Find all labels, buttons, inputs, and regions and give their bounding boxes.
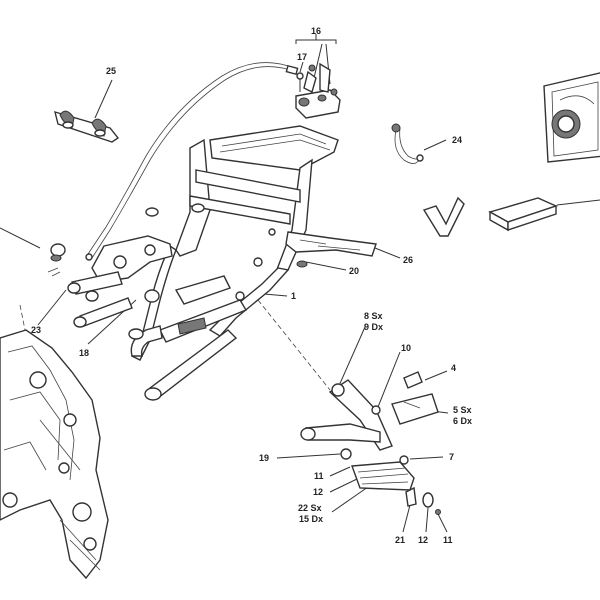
part-24-strap [391, 123, 424, 164]
part-26-plate [285, 231, 377, 268]
callout-11-left: 11 [314, 471, 324, 481]
callout-12-right: 12 [418, 535, 429, 545]
callout-6: 6 Dx [453, 416, 473, 426]
manual-booklet [488, 197, 558, 232]
callout-7: 7 [449, 452, 455, 462]
left-mount-assembly [47, 235, 173, 328]
callout-25: 25 [106, 66, 117, 76]
callout-12-left: 12 [313, 487, 324, 497]
document-pack [543, 72, 600, 163]
callout-19: 19 [259, 453, 270, 463]
callout-26: 26 [403, 255, 414, 265]
footrest-assembly [300, 371, 441, 515]
callout-22: 22 Sx [298, 503, 322, 513]
main-frame [0, 329, 109, 580]
callout-24: 24 [452, 135, 463, 145]
callout-15: 15 Dx [299, 514, 324, 524]
cable [85, 62, 299, 261]
callout-17: 17 [297, 52, 308, 62]
bracket-part [422, 196, 465, 237]
callout-9: 9 Dx [364, 322, 384, 332]
callout-5: 5 Sx [453, 405, 472, 415]
part-1-subframe [128, 125, 339, 401]
callout-4: 4 [451, 363, 457, 373]
callout-18: 18 [79, 348, 90, 358]
callout-23: 23 [31, 325, 42, 335]
callout-20: 20 [349, 266, 360, 276]
callout-8: 8 Sx [364, 311, 383, 321]
callout-10: 10 [401, 343, 412, 353]
callout-11-right: 11 [443, 535, 453, 545]
callout-16: 16 [311, 26, 322, 36]
callout-1: 1 [291, 291, 297, 301]
part-16-bracket [295, 62, 341, 119]
leader-lines [0, 34, 600, 533]
callout-21: 21 [395, 535, 406, 545]
part-25-clamp [54, 110, 120, 143]
